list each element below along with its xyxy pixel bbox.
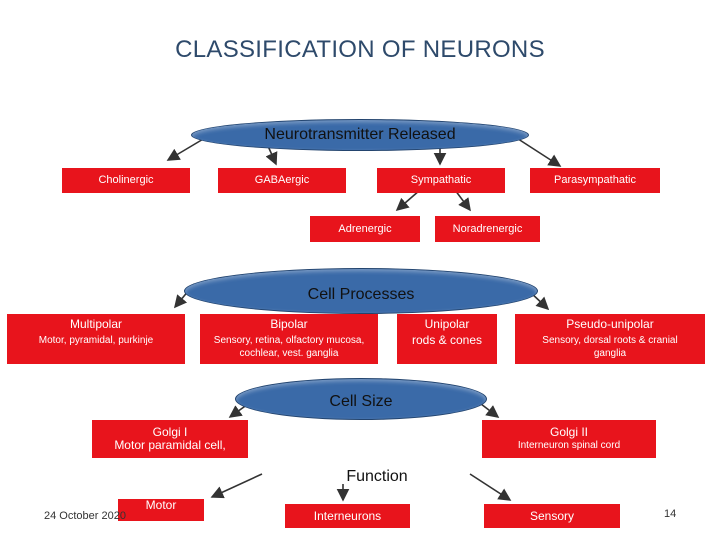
cholinergic-box: Cholinergic [62, 168, 190, 193]
motor-box: Motor [118, 499, 204, 521]
sympathatic-box: Sympathatic [377, 168, 505, 193]
arrow-to-sensory [469, 473, 512, 501]
function-label-area: Function [300, 468, 454, 490]
noradrenergic-box: Noradrenergic [435, 216, 540, 242]
sympathatic-label: Sympathatic [410, 174, 472, 186]
gabaergic-label: GABAergic [254, 174, 310, 186]
arrow-to-motor [210, 473, 263, 499]
function-label: Function [346, 468, 408, 485]
interneurons-box: Interneurons [285, 504, 410, 528]
adrenergic-label: Adrenergic [338, 222, 392, 235]
arrow-to-noradrenergic [454, 189, 471, 212]
cell-size-label: Cell Size [329, 393, 393, 410]
multipolar-desc: Motor, pyramidal, purkinje [38, 335, 154, 346]
arrow-to-adrenergic [395, 189, 421, 212]
interneurons-label: Interneurons [313, 508, 382, 523]
noradrenergic-label: Noradrenergic [452, 222, 523, 235]
golgi1-name: Golgi I [152, 425, 188, 439]
neurotransmitter-label: Neurotransmitter Released [264, 126, 456, 143]
golgi2-box: Golgi II Interneuron spinal cord [482, 420, 656, 458]
bipolar-box: Bipolar Sensory, retina, olfactory mucos… [200, 314, 378, 364]
unipolar-desc: rods & cones [411, 333, 483, 347]
bipolar-name: Bipolar [270, 317, 308, 331]
arrow-to-parasympathatic [511, 134, 562, 167]
parasympathatic-box: Parasympathatic [530, 168, 660, 193]
pseudo-unipolar-name: Pseudo-unipolar [566, 317, 654, 331]
cholinergic-label: Cholinergic [98, 174, 154, 186]
pseudo-unipolar-box: Pseudo-unipolar Sensory, dorsal roots & … [515, 314, 705, 364]
sensory-box: Sensory [484, 504, 620, 528]
sensory-label: Sensory [529, 508, 575, 523]
arrow-to-gabaergic [265, 145, 278, 166]
pseudo-unipolar-desc-line2: ganglia [593, 348, 627, 359]
golgi2-desc: Interneuron spinal cord [517, 440, 621, 451]
multipolar-box: Multipolar Motor, pyramidal, purkinje [7, 314, 185, 364]
pseudo-unipolar-desc-line1: Sensory, dorsal roots & cranial [542, 335, 678, 346]
multipolar-name: Multipolar [69, 317, 123, 331]
golgi1-box: Golgi I Motor paramidal cell, [92, 420, 248, 458]
cell-size-oval: Cell Size [235, 378, 487, 420]
unipolar-name: Unipolar [424, 317, 470, 331]
cell-processes-oval: Cell Processes [184, 268, 538, 314]
golgi2-name: Golgi II [549, 425, 588, 439]
page-number: 14 [664, 508, 677, 520]
bipolar-desc-line1: Sensory, retina, olfactory mucosa, [213, 335, 365, 346]
motor-label: Motor [145, 498, 177, 512]
neurotransmitter-oval: Neurotransmitter Released [191, 119, 529, 151]
footer-date: 24 October 2020 [44, 510, 126, 522]
cell-processes-label: Cell Processes [307, 286, 415, 303]
unipolar-box: Unipolar rods & cones [397, 314, 497, 364]
bipolar-desc-line2: cochlear, vest. ganglia [239, 348, 339, 359]
golgi1-desc: Motor paramidal cell, [114, 438, 226, 452]
page-title: CLASSIFICATION OF NEURONS [175, 36, 545, 63]
parasympathatic-label: Parasympathatic [554, 174, 636, 186]
adrenergic-box: Adrenergic [310, 216, 420, 242]
gabaergic-box: GABAergic [218, 168, 346, 193]
